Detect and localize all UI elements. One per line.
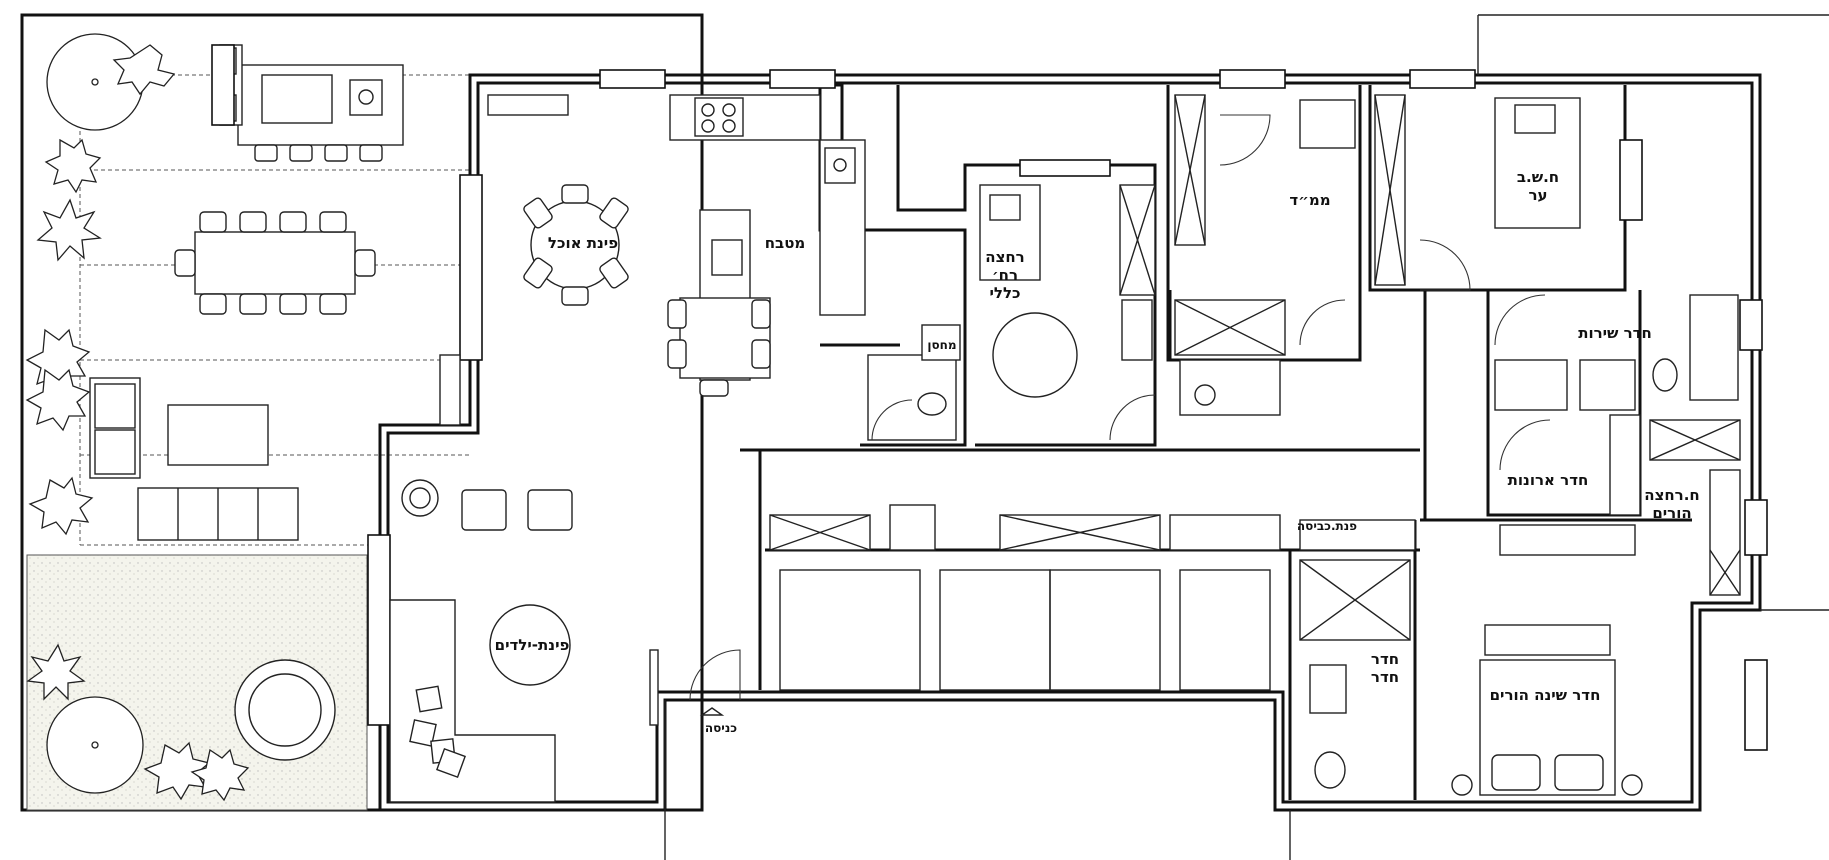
small-room-fixtures: [1299, 559, 1411, 789]
room-label-parents-bath-1: ח.רחצה: [1644, 486, 1699, 504]
room-label-guest-bath-1: רחצה: [985, 248, 1024, 266]
living-furniture: [389, 354, 573, 803]
room-label-laundry: פנת.כביסה: [1297, 519, 1357, 533]
room-label-service-room: חדר שירות: [1578, 324, 1652, 342]
bedroom-fixtures: [1374, 94, 1581, 291]
round-lounge-seat: [234, 659, 336, 761]
plant-icon: [36, 198, 102, 262]
entrance-door: [649, 649, 741, 726]
plant-icon: [112, 44, 176, 96]
room-label-room-2: חדר: [1371, 668, 1399, 686]
plant-icon: [25, 328, 91, 432]
master-bed: [1451, 624, 1643, 796]
room-label-closet-room: חדר ארונות: [1508, 471, 1589, 489]
room-label-bedroom-1: ח.ש.ב: [1517, 168, 1559, 186]
kitchen-counters: [487, 94, 866, 397]
service-room-fixtures: [1494, 294, 1739, 411]
room-label-guest-bath-2: רח׳: [992, 266, 1018, 284]
guest-bath-fixtures: [979, 184, 1156, 441]
room-label-dining: פינת אוכל: [548, 234, 618, 252]
room-label-kitchen: מטבח: [765, 234, 806, 252]
room-label-entrance: כניסה: [705, 721, 737, 735]
room-label-kids-corner: פינת-ילדים: [495, 636, 570, 654]
laundry-closets: [769, 504, 1416, 551]
apartment-walls: [378, 14, 1829, 860]
terrace-dining-table: [174, 211, 376, 315]
plant-icon: [26, 643, 86, 701]
guest-toilet: [867, 324, 961, 441]
closet-bath-fixtures: [1499, 414, 1741, 596]
outdoor-kitchen: [219, 44, 404, 162]
room-label-guest-bath-3: כללי: [989, 284, 1020, 302]
storage-units: [779, 569, 1271, 691]
plant-icon: [28, 476, 94, 536]
room-label-bedroom-2: ער: [1528, 186, 1547, 204]
room-label-room-1: חדר: [1371, 650, 1399, 668]
tree-icon: [46, 696, 144, 794]
room-label-parents-bath-2: הורים: [1652, 504, 1691, 522]
plant-icon: [44, 138, 102, 194]
safe-room-fixtures: [1174, 94, 1356, 416]
room-label-master-bedroom: חדר שינה הורים: [1490, 686, 1601, 704]
dining-table: [523, 184, 629, 306]
room-label-safe-room: ממ״ד: [1289, 191, 1330, 209]
terrace-lounge: [89, 377, 299, 541]
plant-icon: [143, 741, 250, 802]
windows: [211, 44, 1768, 751]
room-label-storage: מחסן: [927, 338, 956, 352]
